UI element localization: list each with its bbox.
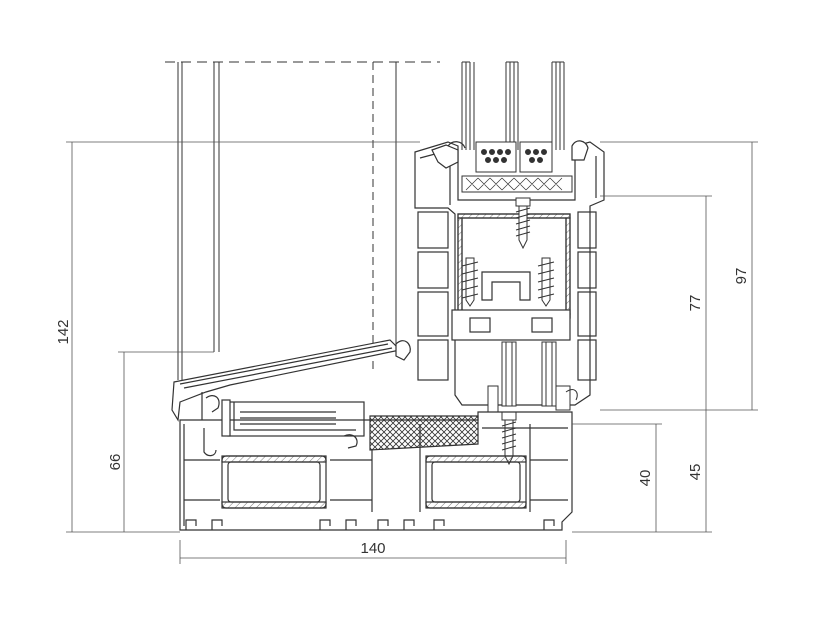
dim-glass-rebate: 77 bbox=[687, 295, 704, 312]
dim-sill-height: 66 bbox=[107, 454, 124, 471]
dimension-lines bbox=[66, 141, 758, 564]
insulation-block bbox=[369, 415, 479, 451]
dim-frame-depth: 45 bbox=[687, 464, 704, 481]
hardware-channel bbox=[451, 271, 571, 341]
window-sill bbox=[171, 339, 411, 457]
hardware-bolts bbox=[487, 341, 578, 413]
wall-lines bbox=[165, 61, 440, 380]
glazing-panes bbox=[461, 61, 565, 150]
glass-spacers bbox=[461, 141, 573, 193]
sash-profile bbox=[414, 140, 605, 406]
frame-reinforcement bbox=[221, 455, 527, 509]
dim-sash-height: 97 bbox=[733, 268, 750, 285]
dim-width: 140 bbox=[360, 540, 385, 557]
sash-reinforcement bbox=[457, 213, 571, 319]
dim-frame-base: 40 bbox=[637, 470, 654, 487]
dim-overall-height: 142 bbox=[55, 319, 72, 344]
